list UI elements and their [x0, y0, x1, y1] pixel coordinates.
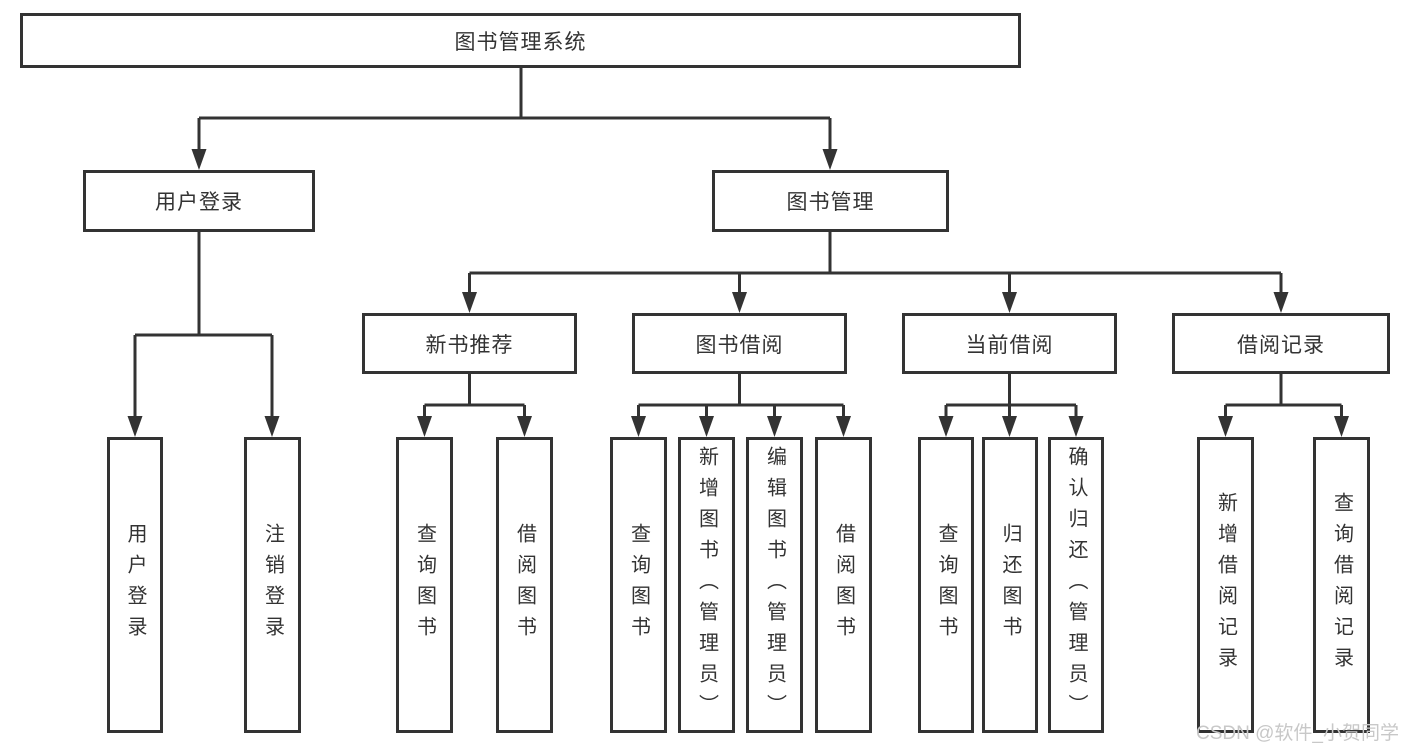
connector-paths: [133, 68, 1343, 419]
arrow-down-icons: [127, 149, 1349, 437]
leaf-logout: 注销登录: [244, 437, 301, 733]
leaf-return-books: 归还图书: [982, 437, 1038, 733]
node-book-borrowing: 图书借阅: [632, 313, 847, 374]
leaf-label: 查询图书: [413, 523, 436, 647]
leaf-label: 注销登录: [261, 523, 284, 647]
leaf-label: 查询图书: [935, 523, 957, 647]
leaf-label: 借阅图书: [832, 523, 855, 647]
leaf-user-login: 用户登录: [107, 437, 163, 733]
node-current-borrowing: 当前借阅: [902, 313, 1117, 374]
leaf-label: 新增图书（管理员）: [695, 445, 718, 725]
node-user-login: 用户登录: [83, 170, 315, 232]
leaf-label: 借阅图书: [513, 523, 536, 647]
leaf-label: 查询图书: [627, 523, 650, 647]
leaf-label: 归还图书: [999, 523, 1021, 647]
leaf-confirm-return-admin: 确认归还（管理员）: [1048, 437, 1104, 733]
csdn-watermark: CSDN @软件_小贺同学: [1196, 723, 1399, 744]
leaf-borrow-books: 借阅图书: [815, 437, 872, 733]
leaf-edit-book-admin: 编辑图书（管理员）: [746, 437, 803, 733]
leaf-add-book-admin: 新增图书（管理员）: [678, 437, 735, 733]
leaf-query-books-borrowing: 查询图书: [610, 437, 667, 733]
node-book-management: 图书管理: [712, 170, 949, 232]
leaf-label: 新增借阅记录: [1214, 492, 1237, 678]
node-library-management-system: 图书管理系统: [20, 13, 1021, 68]
leaf-label: 查询借阅记录: [1330, 492, 1353, 678]
node-borrowing-records: 借阅记录: [1172, 313, 1390, 374]
leaf-label: 用户登录: [124, 523, 146, 647]
node-new-book-recommend: 新书推荐: [362, 313, 577, 374]
leaf-borrow-books-recommend: 借阅图书: [496, 437, 553, 733]
leaf-query-borrow-record: 查询借阅记录: [1313, 437, 1370, 733]
leaf-query-books-current: 查询图书: [918, 437, 974, 733]
leaf-label: 确认归还（管理员）: [1065, 445, 1087, 725]
leaf-query-books-recommend: 查询图书: [396, 437, 453, 733]
leaf-add-borrow-record: 新增借阅记录: [1197, 437, 1254, 733]
leaf-label: 编辑图书（管理员）: [763, 445, 786, 725]
